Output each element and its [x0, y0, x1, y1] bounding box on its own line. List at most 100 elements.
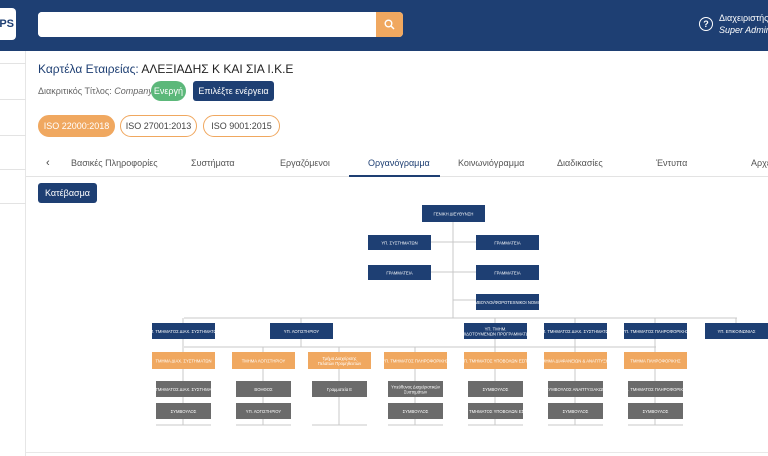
org-node-employee[interactable]: ΥΠ. ΤΜΗΜΑΤΟΣ ΥΠΟΒΟΛΩΝ ΕΣΠΑ: [461, 403, 530, 419]
org-node-staff[interactable]: ΣΥΜΒΟΥΛΟΙ/ΦΟΡΟΤΕΧΝΙΚΟΙ ΝΟΜΙΚΟΙ: [469, 294, 546, 310]
sidebar: [0, 51, 26, 456]
org-node-employee[interactable]: ΒΟΗΘΟΣ: [236, 381, 291, 397]
org-node-staff-label: ΓΡΑΜΜΑΤΕΙΑ: [494, 240, 521, 245]
org-node-manager-label: ΥΠ. ΤΜΗΜ.: [485, 326, 507, 331]
top-bar: PS ? Διαχειριστής Super Administrator: [0, 0, 768, 51]
org-node-employee-label: ΥΠ. ΤΜΗΜΑΤΟΣ ΥΠΟΒΟΛΩΝ ΕΣΠΑ: [461, 409, 530, 414]
select-action-button[interactable]: Επιλέξτε ενέργεια: [193, 81, 274, 101]
org-node-manager[interactable]: ΥΠ. ΤΜΗΜΑΤΟΣ ΔΙΑΧ. ΣΥΣΤΗΜΑΤΩΝ: [147, 323, 220, 339]
org-node-employee[interactable]: ΥΠ. ΛΟΓΙΣΤΗΡΙΟΥ: [236, 403, 291, 419]
user-name: Διαχειριστής: [719, 13, 768, 23]
sidebar-divider: [0, 63, 26, 64]
user-menu[interactable]: ? Διαχειριστής Super Administrator: [699, 12, 768, 36]
org-node-employee-label: Γραμματεία Ε: [327, 387, 352, 392]
dt-label: Διακριτικός Τίτλος:: [38, 86, 112, 96]
tab-org-chart[interactable]: Οργανόγραμμα: [368, 158, 430, 168]
search-icon: [384, 19, 395, 30]
org-node-staff[interactable]: ΥΠ. ΣΥΣΤΗΜΑΤΩΝ: [368, 235, 431, 250]
org-node-manager[interactable]: ΥΠ. ΕΠΙΚΟΙΝΩΝΙΑΣ: [705, 323, 768, 339]
download-button[interactable]: Κατέβασμα: [38, 183, 97, 203]
org-node-employee-label: ΣΥΜΒΟΥΛΟΣ: [403, 409, 429, 414]
user-role: Super Administrator: [719, 25, 768, 35]
org-node-staff-label: ΣΥΜΒΟΥΛΟΙ/ΦΟΡΟΤΕΧΝΙΚΟΙ ΝΟΜΙΚΟΙ: [469, 300, 546, 305]
iso-22000-button[interactable]: ISO 22000:2018: [38, 115, 115, 137]
org-node-employee[interactable]: ΥΠ. ΤΜΗΜΑΤΟΣ ΠΛΗΡΟΦΟΡΙΚΗΣ: [622, 381, 689, 397]
org-node-department-box: [232, 352, 295, 369]
tab-employees[interactable]: Εργαζόμενοι: [280, 158, 330, 168]
org-node-employee[interactable]: ΣΥΜΒΟΥΛΟΣ: [548, 403, 603, 419]
org-node-employee-label: Υπεύθυνος Διαχείριστικών: [391, 384, 440, 389]
org-node-employee-label: ΣΥΜΒΟΥΛΟΣ: [483, 387, 509, 392]
org-node-department-box: [624, 352, 687, 369]
org-node-department[interactable]: ΥΠ. ΤΜΗΜΑΤΟΣ ΥΠΟΒΟΛΩΝ ΕΣΠΑ: [461, 352, 530, 369]
org-node-employee-box: [468, 381, 523, 397]
org-node-manager-box: [705, 323, 768, 339]
org-node-manager[interactable]: ΥΠ. ΛΟΓΙΣΤΗΡΙΟΥ: [270, 323, 333, 339]
org-node-employee-box: [468, 403, 523, 419]
tab-procedures[interactable]: Διαδικασίες: [557, 158, 603, 168]
org-node-department-label: ΤΜΗΜΑ ΛΟΓΙΣΤΗΡΙΟΥ: [242, 358, 286, 363]
org-node-employee-box: [236, 381, 291, 397]
org-node-employee[interactable]: ΣΥΜΒΟΥΛΟΣ: [468, 381, 523, 397]
org-node-department-box: [308, 352, 371, 369]
org-node-staff-box: [368, 235, 431, 250]
org-node-employee[interactable]: ΣΥΜΒΟΥΛΟΣ: [628, 403, 683, 419]
help-icon[interactable]: ?: [699, 17, 713, 31]
org-node-manager-label: ΕΠΙΔΟΤΟΥΜΕΝΩΝ ΠΡΟΓΡΑΜΜΑΤΩΝ: [459, 331, 532, 336]
distinctive-title: Διακριτικός Τίτλος: Company: [38, 86, 153, 96]
tab-basic-info[interactable]: Βασικές Πληροφορίες: [71, 158, 158, 168]
org-node-manager[interactable]: ΥΠ. ΤΜΗΜΑΤΟΣ ΔΙΑΧ. ΣΥΣΤΗΜΑΤΩΝ: [539, 323, 612, 339]
org-node-department[interactable]: ΤΜΗΜΑ ΛΟΓΙΣΤΗΡΙΟΥ: [232, 352, 295, 369]
org-node-department-box: [464, 352, 527, 369]
search-input[interactable]: [38, 12, 376, 37]
org-node-employee-label: ΥΠ. ΤΜΗΜΑΤΟΣ ΠΛΗΡΟΦΟΡΙΚΗΣ: [622, 387, 689, 392]
org-node-department-label: ΥΠ. ΤΜΗΜΑΤΟΣ ΥΠΟΒΟΛΩΝ ΕΣΠΑ: [461, 358, 530, 363]
dt-value: Company: [114, 86, 153, 96]
org-node-staff[interactable]: ΓΡΑΜΜΑΤΕΙΑ: [476, 265, 539, 280]
tab-forms[interactable]: Έντυπα: [656, 158, 688, 168]
org-node-department[interactable]: ΤΜΗΜΑ ΠΛΗΡΟΦΟΡΙΚΗΣ: [624, 352, 687, 369]
org-node-department-label: Τμήμα Διαχείρισης: [322, 356, 356, 361]
org-node-employee[interactable]: ΣΥΜΒΟΥΛΟΣ: [156, 403, 211, 419]
org-node-manager-label: ΥΠ. ΛΟΓΙΣΤΗΡΙΟΥ: [284, 329, 320, 334]
org-node-department[interactable]: ΤΜΗΜΑ ΔΙΑΦΑΝΕΙΩΝ & ΑΝΑΠΤΥΞΗΣ: [539, 352, 612, 369]
sidebar-divider: [0, 203, 26, 204]
org-node-manager-label: ΥΠ. ΤΜΗΜΑΤΟΣ ΔΙΑΧ. ΣΥΣΤΗΜΑΤΩΝ: [147, 329, 219, 334]
status-badge: Ενεργή: [151, 81, 186, 101]
org-node-employee-box: [156, 381, 211, 397]
org-node-manager-box: [152, 323, 215, 339]
org-node-employee-box: [548, 381, 603, 397]
tab-sociogram[interactable]: Κοινωνιόγραμμα: [458, 158, 525, 168]
org-node-department[interactable]: ΤΜΗΜΑ ΔΙΑΧ. ΣΥΣΤΗΜΑΤΩΝ: [152, 352, 215, 369]
org-node-employee[interactable]: Γραμματεία Ε: [312, 381, 367, 397]
org-node-root-box: [422, 205, 485, 222]
tab-systems[interactable]: Συστήματα: [191, 158, 235, 168]
org-node-employee[interactable]: ΣΥΜΒΟΥΛΟΣ ΑΝΑΠΤΥΞΙΑΚΩΝ: [546, 381, 605, 397]
org-node-department-box: [384, 352, 447, 369]
org-node-root[interactable]: ΓΕΝΙΚΗ ΔΙΕΥΘΥΝΣΗ: [422, 205, 485, 222]
org-node-employee-label: ΣΥΜΒΟΥΛΟΣ ΑΝΑΠΤΥΞΙΑΚΩΝ: [546, 387, 605, 392]
chevron-left-icon[interactable]: ‹: [46, 157, 50, 169]
org-node-manager[interactable]: ΥΠ. ΤΜΗΜ.ΕΠΙΔΟΤΟΥΜΕΝΩΝ ΠΡΟΓΡΑΜΜΑΤΩΝ: [459, 323, 532, 339]
org-node-manager-label: ΥΠ. ΕΠΙΚΟΙΝΩΝΙΑΣ: [718, 329, 756, 334]
org-node-employee[interactable]: ΥΠ. ΤΜΗΜΑΤΟΣ ΔΙΑΧ. ΣΥΣΤΗΜΑΤΩΝ: [147, 381, 220, 397]
tab-files[interactable]: Αρχεία: [751, 158, 768, 168]
org-node-manager[interactable]: ΥΠ. ΤΜΗΜΑΤΟΣ ΠΛΗΡΟΦΟΡΙΚΗΣ: [622, 323, 689, 339]
org-node-employee-label: ΥΠ. ΛΟΓΙΣΤΗΡΙΟΥ: [246, 409, 282, 414]
company-label: Καρτέλα Εταιρείας:: [38, 62, 139, 76]
org-node-staff-box: [476, 235, 539, 250]
org-node-department[interactable]: ΥΠ. ΤΜΗΜΑΤΟΣ ΠΛΗΡΟΦΟΡΙΚΗΣ: [382, 352, 449, 369]
iso-27001-button[interactable]: ISO 27001:2013: [120, 115, 197, 137]
org-node-employee-label: ΒΟΗΘΟΣ: [254, 387, 273, 392]
app-logo[interactable]: PS: [0, 8, 16, 40]
org-node-employee-label: ΣΥΜΒΟΥΛΟΣ: [171, 409, 197, 414]
org-node-staff-label: ΓΡΑΜΜΑΤΕΙΑ: [494, 270, 521, 275]
search-button[interactable]: [376, 12, 403, 37]
org-node-staff[interactable]: ΓΡΑΜΜΑΤΕΙΑ: [476, 235, 539, 250]
org-node-employee[interactable]: ΣΥΜΒΟΥΛΟΣ: [388, 403, 443, 419]
iso-9001-button[interactable]: ISO 9001:2015: [203, 115, 280, 137]
org-node-staff[interactable]: ΓΡΑΜΜΑΤΕΙΑ: [368, 265, 431, 280]
